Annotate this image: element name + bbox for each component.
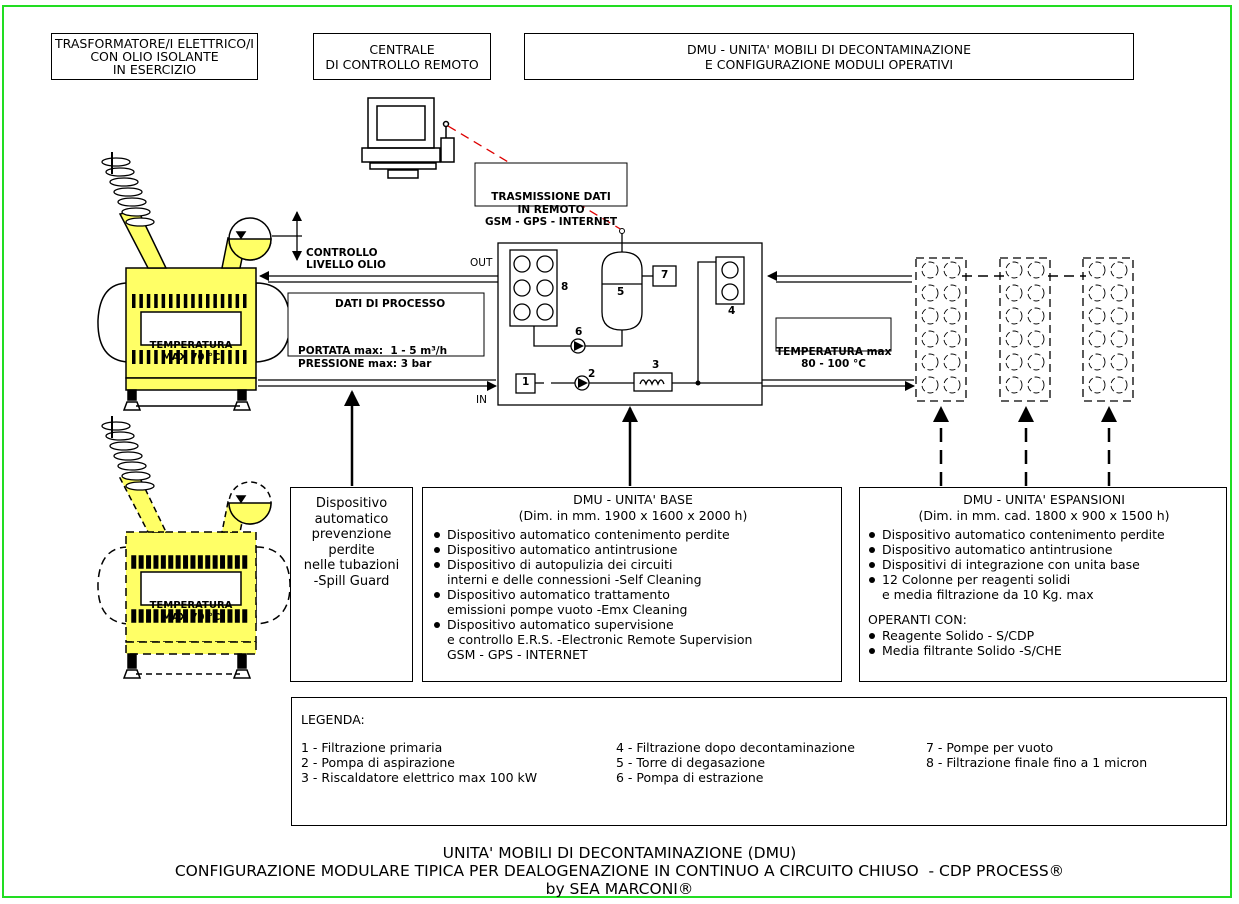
in-label: IN <box>476 394 487 406</box>
expansion-unit-item: 12 Colonne per reagenti solidi e media f… <box>868 572 1226 602</box>
drawing-frame <box>2 5 1232 898</box>
process-data-title: DATI DI PROCESSO <box>335 298 446 310</box>
expansion-unit-item: Dispositivi di integrazione con unita ba… <box>868 557 1226 572</box>
pipe-in <box>258 379 497 391</box>
footer-line-3: by SEA MARCONI® <box>545 880 694 898</box>
expansion-unit-title: DMU - UNITA' ESPANSIONI <box>963 492 1125 507</box>
base-unit-item: Dispositivo automatico supervisione e co… <box>433 617 841 662</box>
pump-2-icon <box>574 375 590 391</box>
operating-item: Reagente Solido - S/CDP <box>868 628 1226 643</box>
expansion-unit-dims: (Dim. in mm. cad. 1800 x 900 x 1500 h) <box>918 508 1170 523</box>
expansion-unit-item: Dispositivo automatico antintrusione <box>868 542 1226 557</box>
expansion-unit-description: DMU - UNITA' ESPANSIONI (Dim. in mm. cad… <box>859 487 1227 682</box>
dmu-base-unit-schematic <box>497 242 763 406</box>
transformer-2 <box>97 416 291 679</box>
pump-6-icon <box>570 338 586 354</box>
component-number-8: 8 <box>561 281 569 293</box>
component-number-3: 3 <box>652 359 660 371</box>
pipe-expansion <box>762 271 915 391</box>
operating-item: Media filtrante Solido -S/CHE <box>868 643 1226 658</box>
component-number-6: 6 <box>575 326 583 338</box>
expansion-columns <box>915 257 1134 402</box>
operating-title: OPERANTI CON: <box>868 612 967 627</box>
footer-line-1: UNITA' MOBILI DI DECONTAMINAZIONE (DMU) <box>442 844 797 862</box>
transformer-1 <box>97 152 291 411</box>
component-number-1: 1 <box>522 376 530 388</box>
legend-title: LEGENDA: <box>301 712 365 727</box>
component-number-4: 4 <box>728 305 736 317</box>
base-unit-item: Dispositivo automatico trattamento emiss… <box>433 587 841 617</box>
base-unit-item: Dispositivo automatico antintrusione <box>433 542 841 557</box>
base-unit-item: Dispositivo automatico contenimento perd… <box>433 527 841 542</box>
base-unit-title: DMU - UNITA' BASE <box>573 492 693 507</box>
base-unit-dims: (Dim. in mm. 1900 x 1600 x 2000 h) <box>518 508 748 523</box>
footer-line-2: CONFIGURAZIONE MODULARE TIPICA PER DEALO… <box>174 862 1065 880</box>
remote-link-line <box>447 125 623 231</box>
component-number-2: 2 <box>588 368 596 380</box>
pipe-out <box>259 271 498 283</box>
base-unit-description: DMU - UNITA' BASE (Dim. in mm. 1900 x 16… <box>422 487 842 682</box>
expansion-unit-item: Dispositivo automatico contenimento perd… <box>868 527 1226 542</box>
component-number-5: 5 <box>617 286 625 298</box>
base-unit-item: Dispositivo di autopulizia dei circuiti … <box>433 557 841 587</box>
computer-icon <box>361 97 455 179</box>
out-label: OUT <box>470 257 493 269</box>
component-number-7: 7 <box>661 269 669 281</box>
